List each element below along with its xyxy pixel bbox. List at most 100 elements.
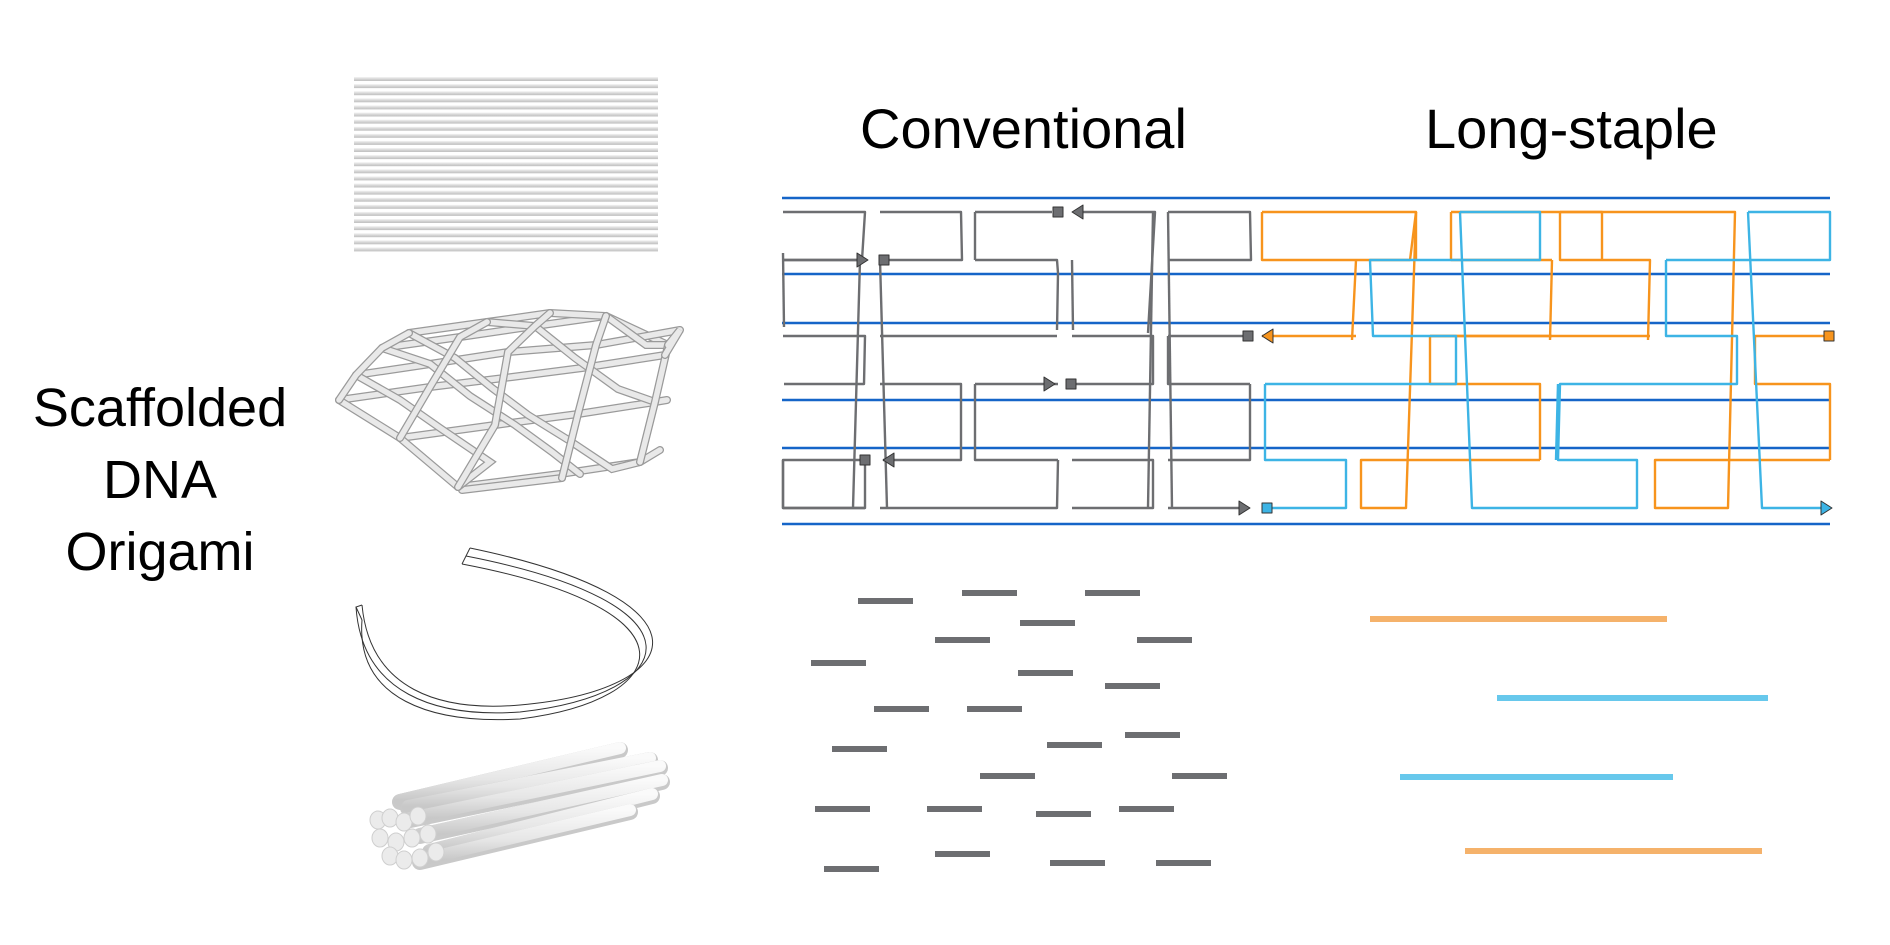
free-conventional-staple: [874, 706, 929, 712]
bundle-rod: [414, 774, 668, 840]
bundle-rod: [402, 752, 656, 812]
triangular-lattice-shape: [335, 309, 684, 494]
title-line-2: DNA: [102, 450, 217, 510]
orange-5prime-end-icon: [1823, 330, 1835, 342]
lattice-edge: [353, 372, 495, 490]
long-staple-blue-strand: [1746, 211, 1830, 510]
sheet-helix: [354, 84, 658, 89]
long-staple-orange-strand: [1359, 211, 1540, 510]
bundle-rod-end: [381, 846, 399, 866]
free-conventional-staple: [1119, 806, 1174, 812]
sheet-helix: [354, 119, 658, 124]
lattice-edge: [662, 328, 683, 358]
long-staple-orange-strand: [1753, 336, 1832, 460]
staple-3prime-end-icon: [1071, 204, 1084, 220]
long-staple-orange-strand: [1560, 210, 1830, 510]
long-staple-blue-strand: [1262, 384, 1348, 510]
free-conventional-staple: [980, 773, 1035, 779]
lattice-edge: [336, 352, 668, 403]
bundle-rod-end: [381, 808, 399, 828]
conventional-staple-strand: [1070, 259, 1075, 331]
long-staple-orange-strand: [1350, 259, 1358, 341]
sheet-helix: [354, 112, 658, 117]
bundle-rod-end: [409, 806, 427, 826]
long-staple-orange-strand: [1428, 336, 1542, 460]
free-conventional-staple: [967, 706, 1022, 712]
lattice-edge: [484, 319, 658, 405]
free-conventional-staple: [858, 598, 913, 604]
blue-5prime-end-icon: [1261, 502, 1273, 514]
conventional-staple-strand: [1168, 210, 1253, 262]
long-staple-blue-strand: [1554, 383, 1560, 461]
conventional-staple-strand: [880, 210, 964, 262]
conventional-staple-strand: [973, 384, 1058, 462]
curved-bundle-shape: [355, 547, 654, 721]
long-staple-orange-strand: [1449, 212, 1552, 262]
lattice-edge: [336, 330, 412, 403]
sheet-helix: [354, 204, 658, 209]
sheet-helix: [354, 77, 658, 81]
staple-5prime-end-icon: [878, 254, 890, 266]
long-staple-orange-strand: [1558, 212, 1652, 341]
free-conventional-staple: [815, 806, 870, 812]
free-conventional-staple: [962, 590, 1017, 596]
staple-3prime-end-icon: [1043, 376, 1056, 392]
long-staple-title: Long-staple: [1425, 97, 1718, 160]
sheet-helix: [354, 133, 658, 138]
conventional-staple-strand: [1168, 384, 1252, 462]
free-conventional-staple: [824, 866, 879, 872]
lattice-edge: [379, 345, 583, 477]
scaffold-strands: [782, 196, 1830, 526]
free-conventional-staple: [811, 660, 866, 666]
lattice-edge: [547, 310, 671, 348]
title-line-1: Scaffolded: [32, 378, 288, 438]
lattice-edge: [637, 342, 671, 465]
bundle-rod: [414, 804, 636, 866]
sheet-helix: [354, 226, 658, 231]
conventional-free-staples: [811, 590, 1227, 872]
staple-5prime-end-icon: [1065, 378, 1077, 390]
scaffolded-dna-origami-title: Scaffolded DNA Origami: [10, 372, 310, 588]
free-long-staple: [1465, 848, 1762, 854]
sheet-helix: [354, 233, 658, 238]
sheet-helix: [354, 126, 658, 131]
free-conventional-staple: [1137, 637, 1192, 643]
staple-5prime-end-icon: [859, 454, 871, 466]
sheet-helix: [354, 91, 658, 96]
free-conventional-staple: [927, 806, 982, 812]
long-free-staples: [1370, 616, 1768, 854]
conventional-staple-strand: [1166, 336, 1250, 386]
free-conventional-staple: [1105, 683, 1160, 689]
free-conventional-staple: [1050, 860, 1105, 866]
title-line-3: Origami: [65, 522, 255, 582]
lattice-edge: [459, 475, 565, 493]
long-staple-blue-strand: [1458, 211, 1739, 510]
sheet-helix: [354, 211, 658, 216]
conventional-staple-strand: [1074, 210, 1157, 334]
blue-3prime-end-icon: [1820, 500, 1833, 516]
conventional-staple-strand: [783, 210, 867, 262]
bundle-rod: [404, 760, 666, 824]
sheet-helix: [354, 105, 658, 110]
long-staples: [1260, 210, 1835, 516]
sheet-helix: [354, 140, 658, 145]
helix-bundle-shape: [369, 742, 670, 870]
flat-sheet-shape: [354, 77, 658, 252]
long-staple-orange-strand: [1451, 210, 1604, 260]
lattice-edge: [455, 310, 553, 490]
staple-5prime-end-icon: [1242, 330, 1254, 342]
free-conventional-staple: [1085, 590, 1140, 596]
free-long-staple: [1370, 616, 1667, 622]
bundle-rod-end: [427, 842, 445, 862]
conventional-staple-strand: [975, 258, 1060, 331]
conventional-staple-strand: [781, 252, 786, 328]
free-conventional-staple: [1020, 620, 1075, 626]
conventional-staple-strand: [880, 459, 1060, 510]
conventional-staple-strand: [1072, 458, 1155, 510]
free-conventional-staple: [1047, 742, 1102, 748]
long-staple-orange-strand: [1260, 210, 1418, 262]
sheet-helix: [354, 162, 658, 167]
free-conventional-staple: [935, 851, 990, 857]
lattice-edge: [397, 319, 490, 441]
sheet-helix: [354, 240, 658, 245]
